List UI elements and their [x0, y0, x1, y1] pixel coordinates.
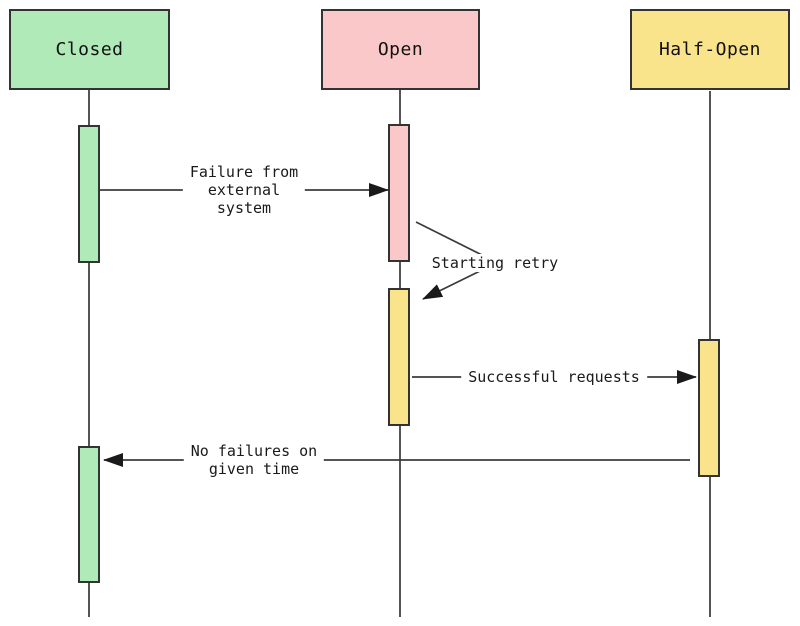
actor-label-open: Open: [377, 39, 424, 60]
activation-open-2: [388, 288, 410, 426]
actor-box-open: Open: [321, 9, 480, 90]
lifeline-closed: [88, 90, 90, 617]
actor-label-closed: Closed: [55, 39, 124, 60]
actor-box-half-open: Half-Open: [630, 9, 790, 90]
message-label-failure-from-external-system: Failure from external system: [182, 163, 306, 217]
activation-open-1: [388, 124, 410, 262]
actor-box-closed: Closed: [9, 9, 170, 90]
activation-half-open-1: [698, 339, 720, 477]
activation-closed-1: [78, 125, 100, 263]
activation-closed-2: [78, 446, 100, 583]
message-label-starting-retry: Starting retry: [424, 254, 566, 272]
arrow-starting-retry-upper: [415, 221, 483, 256]
actor-label-half-open: Half-Open: [658, 39, 762, 60]
arrow-starting-retry-lower: [422, 270, 481, 300]
message-label-no-failures-on-given-time: No failures on given time: [183, 442, 325, 478]
message-label-successful-requests: Successful requests: [461, 368, 647, 386]
